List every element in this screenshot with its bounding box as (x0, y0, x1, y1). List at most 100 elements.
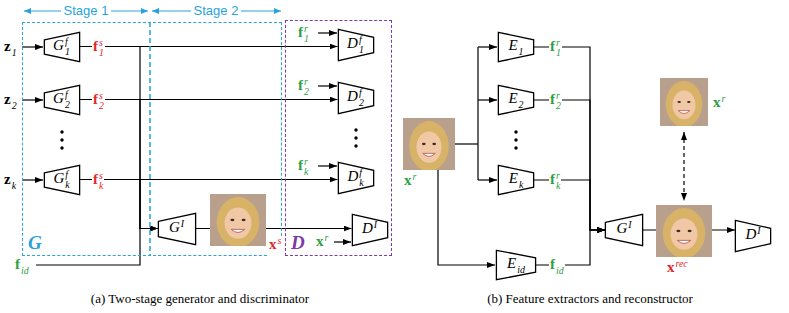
superscript: rec (676, 259, 688, 269)
edge-label: f2r (549, 91, 562, 111)
script-stack: kf (65, 170, 69, 190)
input-wire (22, 179, 43, 180)
subscript: 2 (99, 101, 104, 111)
math-base: z (4, 171, 11, 187)
math-base: x (713, 94, 721, 110)
discriminator-block: D1f (338, 29, 374, 61)
superscript: s (99, 171, 103, 181)
superscript (519, 37, 524, 47)
face-image (656, 205, 712, 258)
block-label: D2f (347, 88, 364, 108)
variable-label: xrec (666, 259, 689, 279)
script-stack: I (181, 219, 184, 239)
generator-block: GI (158, 213, 196, 245)
superscript: r (304, 24, 309, 34)
block-label: E2 (508, 90, 523, 110)
superscript (519, 170, 523, 180)
script-stack: id (21, 256, 29, 276)
discriminator-block: E1 (498, 32, 534, 62)
math-base: z (4, 91, 11, 107)
stage-divider (149, 22, 151, 256)
image-wire (478, 179, 497, 180)
image-wire (477, 47, 478, 180)
superscript: r (413, 172, 417, 182)
subscript: id (517, 265, 525, 275)
subscript (757, 236, 760, 246)
discriminator-block: Dkf (338, 162, 374, 194)
subfigure-caption: (a) Two-stage generator and discriminato… (91, 292, 309, 305)
script-stack: 2f (359, 88, 364, 108)
superscript (21, 256, 29, 266)
superscript: r (304, 77, 309, 87)
block-label: GI (169, 219, 184, 239)
subfigure-caption: (b) Feature extractors and reconstructor (487, 292, 693, 305)
input-wire (22, 99, 43, 100)
subscript: 1 (304, 34, 309, 44)
script-stack: k (12, 171, 16, 191)
dashed-region: GG1fG2fGkfGI (22, 22, 282, 256)
subscript (413, 182, 417, 192)
subscript: k (304, 167, 308, 177)
generator-block: GI (605, 214, 643, 246)
superscript (12, 171, 16, 181)
superscript: f (65, 90, 70, 100)
script-stack: id (517, 255, 525, 275)
block-label: G2f (53, 90, 70, 110)
generator-block: G2f (44, 85, 80, 115)
variable-label: xr (712, 94, 726, 114)
subscript (722, 104, 726, 114)
discriminator-block: Eid (496, 250, 536, 280)
edge-label: fkr (549, 171, 561, 191)
math-base: f (298, 157, 303, 173)
superscript (12, 38, 17, 48)
superscript (556, 256, 564, 266)
discriminator-block: D2f (338, 82, 374, 114)
image-wire (478, 99, 497, 100)
trapezoid-shape (338, 82, 373, 113)
trapezoid-shape (498, 85, 533, 114)
superscript: s (278, 236, 282, 246)
subscript: k (65, 180, 69, 190)
superscript: I (374, 220, 377, 230)
feature-arrow (536, 230, 605, 265)
block-label: D1f (347, 35, 364, 55)
feature-arrow (534, 47, 605, 230)
subscript (181, 229, 184, 239)
math-base: E (508, 90, 517, 106)
trapezoid-shape (338, 29, 373, 60)
subscript: 1 (519, 47, 524, 57)
variable-label: f1r (297, 24, 310, 44)
variable-label: z2 (3, 91, 18, 111)
superscript: r (722, 94, 726, 104)
math-base: D (745, 226, 756, 242)
superscript: r (556, 91, 561, 101)
variable-label: z1 (3, 38, 18, 58)
subscript (278, 246, 282, 256)
edge-label: fid (549, 256, 565, 276)
feature-arrow (534, 180, 605, 230)
generator-block: Gkf (44, 165, 80, 195)
discriminator-block: Ek (498, 165, 534, 195)
input-wire (22, 46, 43, 47)
superscript: f (65, 170, 69, 180)
script-stack: 2 (12, 91, 17, 111)
subscript: id (556, 266, 564, 276)
script-stack: 2f (65, 90, 70, 110)
variable-label: xr (403, 172, 417, 192)
subscript: 2 (359, 98, 364, 108)
math-base: G (169, 219, 180, 235)
region-label: G (28, 233, 42, 254)
face-image (403, 118, 455, 171)
face-image (660, 78, 708, 127)
math-base: D (347, 88, 358, 104)
block-label: Gkf (53, 170, 69, 190)
block-label: G1f (53, 37, 70, 57)
subscript: k (99, 181, 103, 191)
math-base: D (347, 35, 358, 51)
math-base: f (93, 38, 98, 54)
block-label: Dkf (347, 168, 363, 188)
script-stack: 1 (519, 37, 524, 57)
edge-label: f1r (549, 38, 562, 58)
script-stack: 2 (519, 90, 524, 110)
subscript: k (519, 180, 523, 190)
